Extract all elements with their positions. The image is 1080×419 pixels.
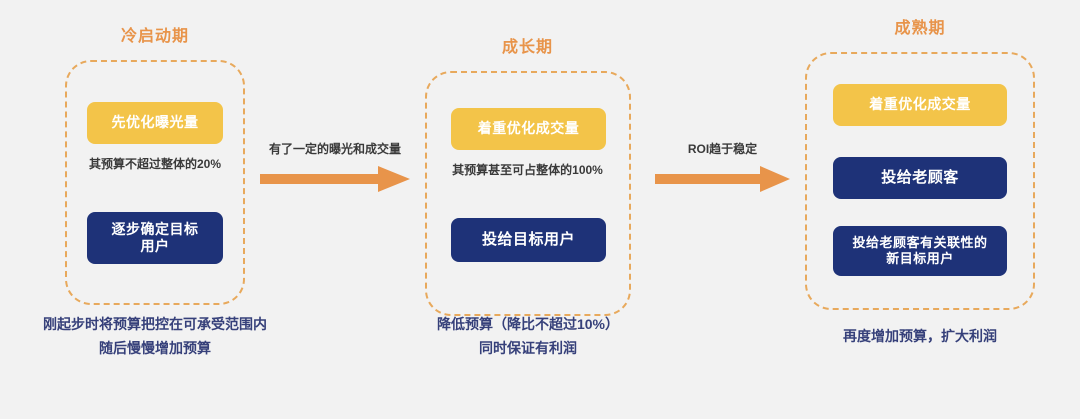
phase-maturity: 成熟期 着重优化成交量 投给老顾客 投给老顾客有关联性的 新目标用户	[795, 14, 1045, 324]
note-growth: 其预算甚至可占整体的100%	[452, 163, 603, 177]
caption-line: 降低预算（降比不超过10%）	[436, 316, 620, 332]
arrow-growth-to-maturity	[645, 166, 800, 192]
connector-label-growth-to-maturity: ROI趋于稳定	[687, 142, 758, 156]
pill-maturity-yellow[interactable]: 着重优化成交量	[833, 84, 1007, 126]
phase-cold-start: 冷启动期 先优化曝光量 其预算不超过整体的20% 逐步确定目标 用户	[55, 22, 255, 312]
connector-growth-to-maturity: ROI趋于稳定	[645, 140, 800, 200]
pill-growth-navy-0[interactable]: 投给目标用户	[451, 218, 606, 262]
caption-growth: 降低预算（降比不超过10%） 同时保证有利润	[388, 313, 668, 361]
caption-line: 随后慢慢增加预算	[99, 339, 211, 356]
connector-label-cold-to-growth: 有了一定的曝光和成交量	[268, 142, 401, 156]
phase-box-maturity	[805, 52, 1035, 310]
phase-title-growth: 成长期	[501, 39, 553, 56]
arrow-right-icon	[655, 166, 790, 192]
phase-title-maturity: 成熟期	[894, 20, 946, 37]
pill-cold-start-navy-0[interactable]: 逐步确定目标 用户	[87, 212, 223, 264]
caption-line: 同时保证有利润	[479, 339, 577, 356]
note-cold-start: 其预算不超过整体的20%	[88, 157, 222, 171]
phase-growth: 成长期 着重优化成交量 其预算甚至可占整体的100% 投给目标用户	[415, 33, 640, 323]
pill-maturity-navy-0[interactable]: 投给老顾客	[833, 157, 1007, 199]
arrow-right-icon	[260, 166, 410, 192]
caption-cold-start: 刚起步时将预算把控在可承受范围内 随后慢慢增加预算	[0, 313, 310, 361]
phase-title-cold-start: 冷启动期	[120, 28, 189, 45]
caption-line: 再度增加预算，扩大利润	[843, 328, 997, 344]
connector-cold-to-growth: 有了一定的曝光和成交量	[250, 140, 420, 200]
phase-box-cold-start	[65, 60, 245, 305]
caption-maturity: 再度增加预算，扩大利润	[800, 325, 1040, 349]
pill-growth-yellow[interactable]: 着重优化成交量	[451, 108, 606, 150]
caption-line: 刚起步时将预算把控在可承受范围内	[43, 316, 267, 332]
pill-maturity-navy-1[interactable]: 投给老顾客有关联性的 新目标用户	[833, 226, 1007, 276]
phase-box-growth	[425, 71, 631, 316]
arrow-cold-to-growth	[250, 166, 420, 192]
pill-cold-start-yellow[interactable]: 先优化曝光量	[87, 102, 223, 144]
